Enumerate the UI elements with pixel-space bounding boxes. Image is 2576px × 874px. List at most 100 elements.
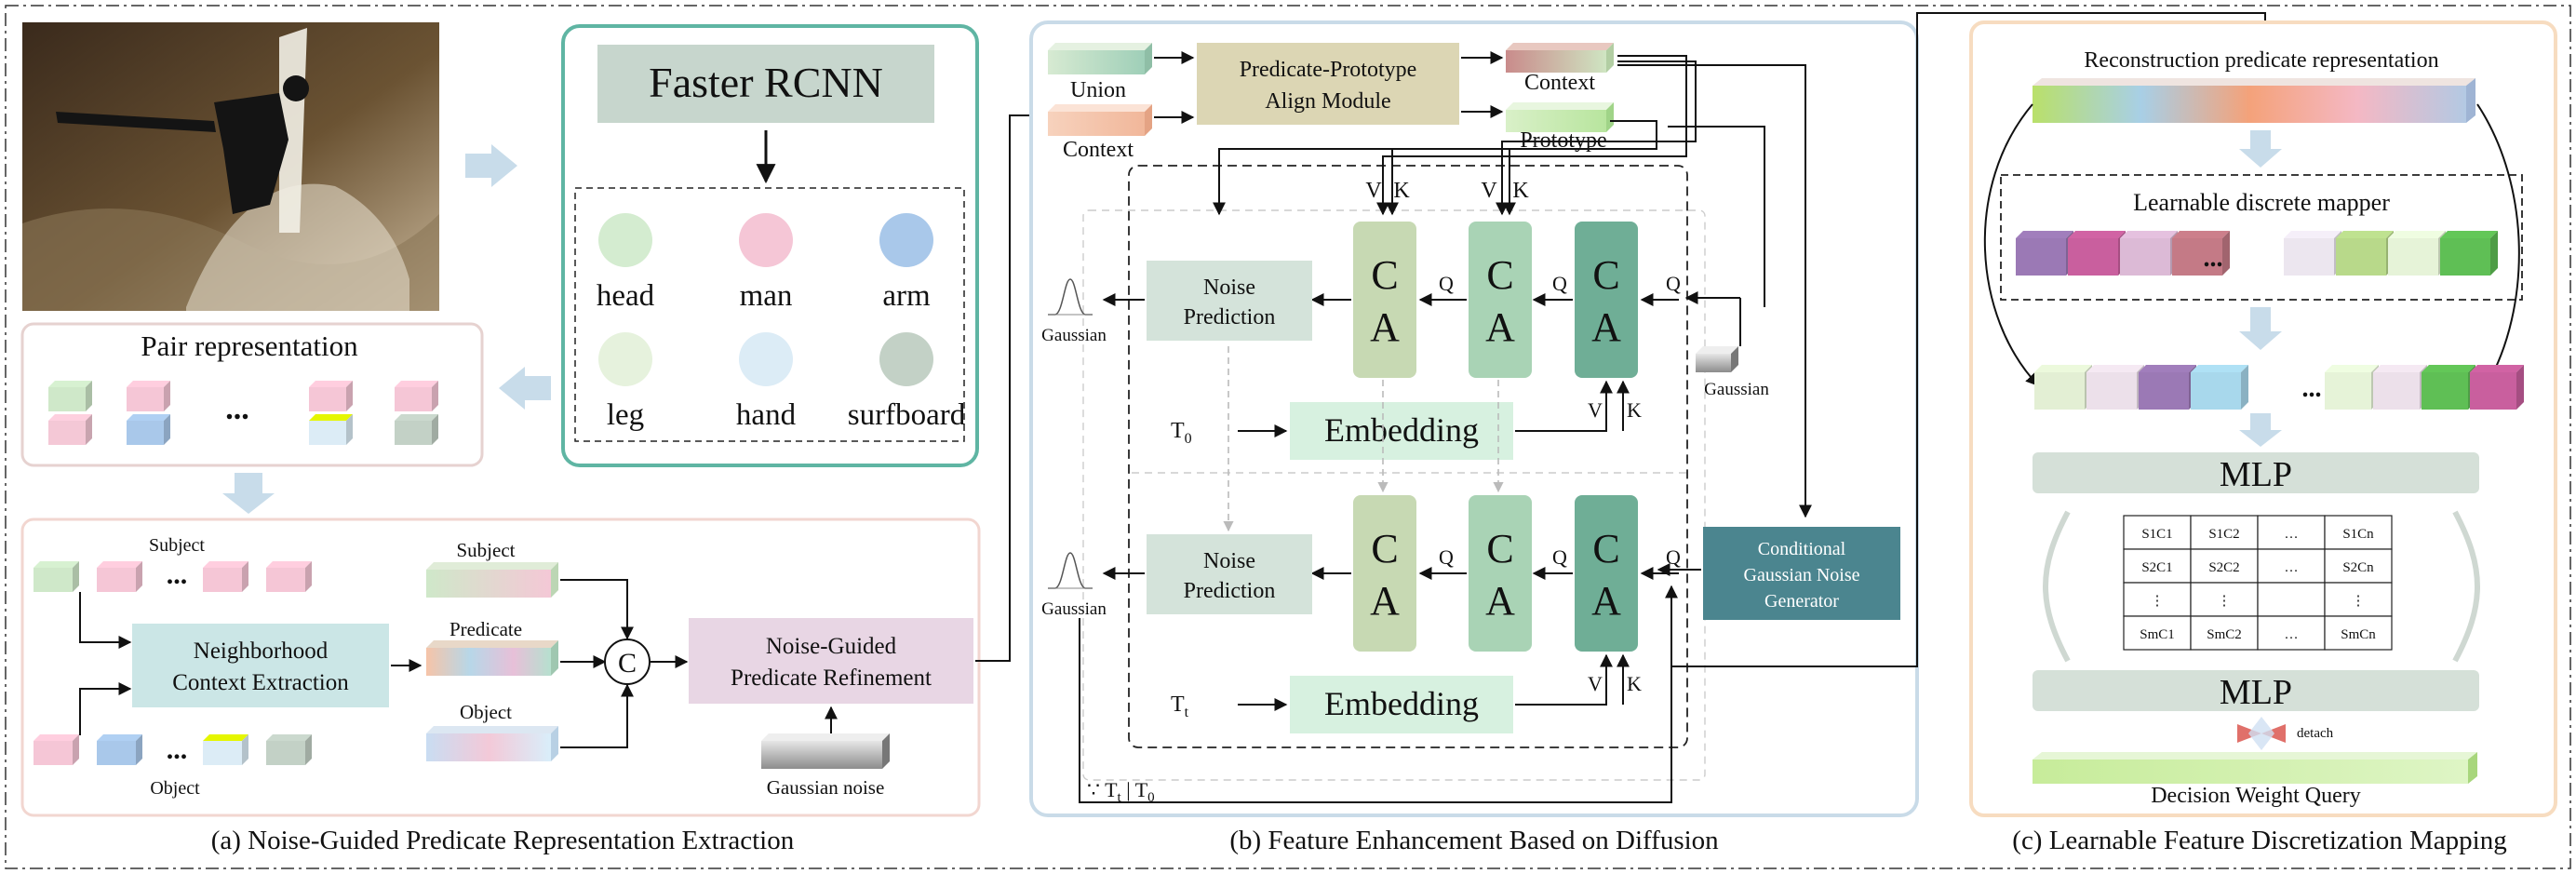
- union-bar: [1048, 43, 1152, 74]
- q-label: Q: [1439, 272, 1454, 295]
- flow-arrow-right: [465, 144, 517, 187]
- object-label: Object: [460, 701, 512, 723]
- panel-b: Union Context Predicate-Prototype Align …: [1029, 20, 1919, 855]
- neighborhood-label-1: Neighborhood: [194, 639, 329, 664]
- detection-label-leg: leg: [607, 398, 644, 432]
- detection-dot-arm: [879, 213, 933, 267]
- pair-cube-top-2: [309, 381, 353, 411]
- panel-c: Reconstruction predicate representation …: [1969, 20, 2557, 855]
- pair-cube-top-0: [48, 381, 92, 411]
- matrix-cell-text: S1C1: [2141, 527, 2172, 542]
- mlp-top: [2033, 452, 2479, 493]
- matrix-cell-text: SmC2: [2207, 627, 2242, 642]
- detection-label-arm: arm: [882, 279, 931, 313]
- detection-label-man: man: [740, 279, 793, 313]
- mapper-code-6: [2388, 231, 2446, 276]
- context-input-label: Context: [1063, 138, 1134, 162]
- flow-arrow-down-c1: [2239, 130, 2282, 168]
- ca-a-letter: A: [1485, 304, 1515, 350]
- q-label: Q: [1552, 545, 1567, 569]
- union-label: Union: [1070, 78, 1126, 102]
- reconstruction-label: Reconstruction predicate representation: [2084, 48, 2438, 73]
- predicate-prototype-align-module: [1197, 43, 1459, 125]
- gaussian-bar-right: [1696, 346, 1738, 372]
- pair-cube-top-1: [127, 381, 170, 411]
- cross-attention-2-1: [1353, 495, 1416, 652]
- cross-attention-2-3: [1575, 495, 1638, 652]
- object-cube-3: [266, 734, 312, 765]
- align-module-label-1: Predicate-Prototype: [1240, 58, 1417, 82]
- mlp-top-label: MLP: [2220, 455, 2292, 494]
- matrix-cell-text: S1C2: [2208, 527, 2239, 542]
- mapper-ellipsis: ...: [2204, 244, 2223, 273]
- pair-representation-title: Pair representation: [141, 329, 358, 362]
- v-label-1: V: [1365, 179, 1382, 203]
- gaussian-label: Gaussian: [1041, 599, 1107, 619]
- object-ellipsis: ...: [167, 734, 188, 765]
- flow-arrow-down-c3: [2239, 413, 2282, 447]
- object-cube-2: [203, 734, 248, 765]
- detection-dot-man: [739, 213, 793, 267]
- cross-attention-1-3: [1575, 222, 1638, 378]
- noise-prediction-1: [1147, 261, 1312, 341]
- flow-arrow-down-c2: [2239, 307, 2282, 350]
- ca-a-letter: A: [1370, 304, 1400, 350]
- ca-a-letter: A: [1370, 578, 1400, 624]
- decision-weight-query-bar: [2033, 752, 2477, 784]
- selected-code-1: [2086, 365, 2144, 410]
- pair-cube-bottom-3: [395, 414, 438, 445]
- detach-label: detach: [2297, 726, 2334, 741]
- k-label-2: K: [1512, 179, 1529, 203]
- decision-label: Decision Weight Query: [2151, 784, 2361, 808]
- matrix-cell-text: ⋮: [2218, 594, 2232, 609]
- matrix-cell-text: ⋮: [2151, 594, 2165, 609]
- selected-code-6: [2422, 365, 2475, 410]
- ca-c-letter: C: [1486, 526, 1513, 571]
- conditional-label-2: Gaussian Noise: [1744, 565, 1860, 585]
- embedding-2: [1290, 676, 1513, 733]
- mapper-code-4: [2284, 231, 2341, 276]
- q-label: Q: [1552, 272, 1567, 295]
- gaussian-noise-bar: [761, 733, 890, 769]
- matrix-cell-text: S2C2: [2208, 560, 2239, 575]
- neighborhood-context-extraction: [132, 624, 389, 707]
- subject-label: Subject: [457, 539, 516, 561]
- context-output-label: Context: [1524, 71, 1595, 95]
- selected-code-4: [2325, 365, 2379, 410]
- ca-a-letter: A: [1591, 304, 1621, 350]
- matrix-cell-text: SmC1: [2140, 627, 2175, 642]
- pair-cube-bottom-2: [309, 414, 353, 445]
- mapper-code-2: [2120, 231, 2178, 276]
- object-cube-0: [34, 734, 79, 765]
- refinement-label-1: Noise-Guided: [766, 634, 897, 659]
- embedding-label: Embedding: [1324, 411, 1479, 449]
- ca-c-letter: C: [1371, 526, 1398, 571]
- detection-label-head: head: [597, 279, 655, 313]
- matrix-cell: [2190, 615, 2259, 651]
- conditional-label-3: Generator: [1764, 591, 1839, 612]
- condition-therefore: ∵ Tt | T0: [1087, 778, 1155, 805]
- gaussian-label: Gaussian: [1041, 326, 1107, 345]
- noise-guided-predicate-refinement: [689, 618, 973, 704]
- v-label-2: V: [1481, 179, 1497, 203]
- matrix-cell: [2190, 582, 2259, 617]
- faster-rcnn-block: [597, 45, 934, 123]
- embedding-label: Embedding: [1324, 685, 1479, 722]
- predicate-bar: [426, 640, 558, 676]
- align-module-label-2: Align Module: [1265, 89, 1390, 114]
- object-bar: [426, 726, 558, 761]
- gaussian-noise-label: Gaussian noise: [767, 776, 885, 799]
- detection-dot-head: [598, 213, 652, 267]
- learnable-discrete-mapper: [2000, 174, 2523, 301]
- surfer-photo: [22, 22, 439, 311]
- subject-left-label: Subject: [149, 535, 205, 556]
- timestep-label: T0: [1171, 419, 1192, 447]
- pair-cube-top-3: [395, 381, 438, 411]
- selected-code-7: [2470, 365, 2524, 410]
- matrix-cell: [2190, 515, 2259, 550]
- prototype-bar: [1506, 102, 1614, 132]
- ca-c-letter: C: [1592, 252, 1619, 298]
- subject-cube-2: [203, 561, 248, 592]
